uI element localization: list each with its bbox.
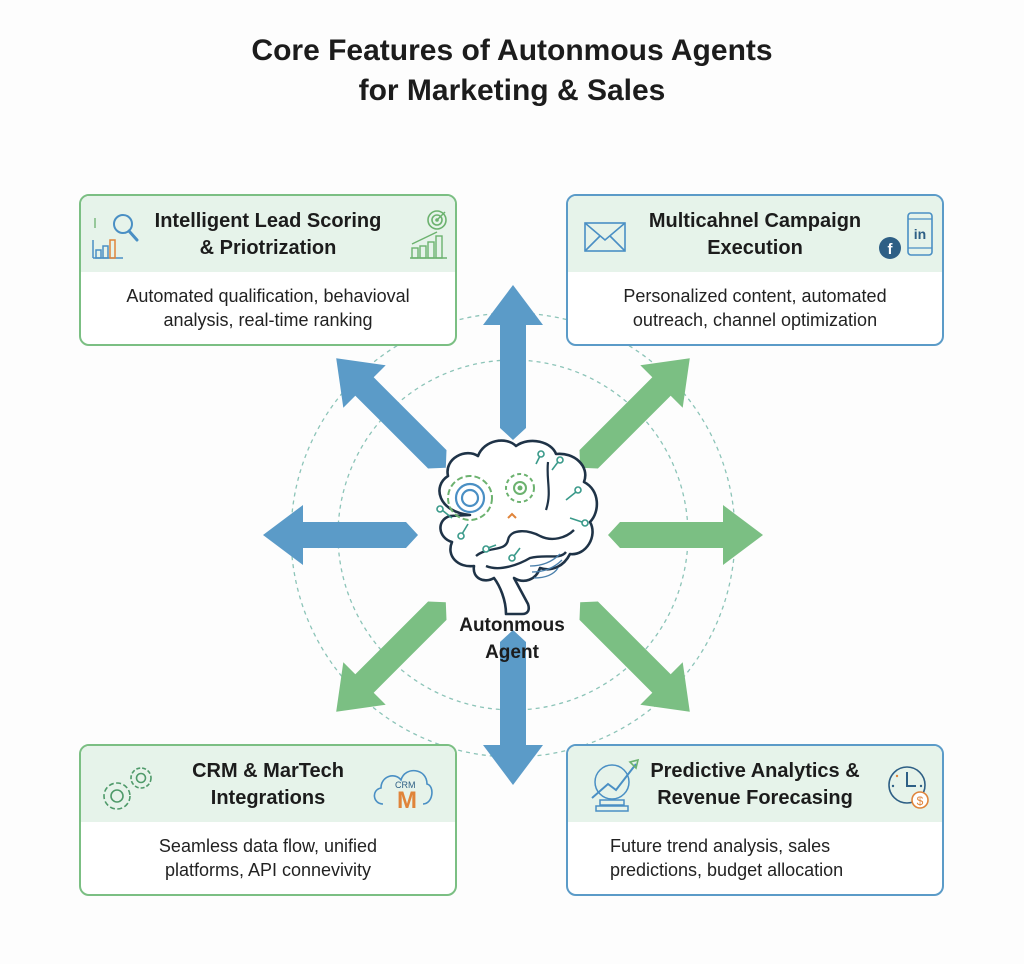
center-label-line-1: Autonmous [459,615,565,636]
card-title-line-1: Predictive Analytics & [650,760,860,782]
card-title-line-2: Integrations [210,787,326,809]
card-title: Multicahnel Campaign Execution [608,208,902,262]
gears-icon [103,767,152,810]
card-description-line-1: Automated qualification, behavioval [126,286,410,306]
arrow-up-left [336,358,447,469]
arrow-left [263,505,418,565]
linkedin-phone-icon: in [907,212,933,256]
card-description: Future trend analysis, sales predictions… [568,834,942,882]
svg-text:f: f [888,241,894,258]
card-title-line-1: CRM & MarTech [192,760,344,782]
card-header: Intelligent Lead Scoring & Priotrization [81,196,455,272]
clock-dollar-icon: $ [888,766,929,809]
card-description: Automated qualification, behavioval anal… [81,284,455,332]
card-header: Predictive Analytics & Revenue Forecasin… [568,746,942,822]
arrow-down [483,630,543,785]
card-header: CRM & MarTech Integrations CRM M [81,746,455,822]
crystal-ball-trend-icon [591,758,640,812]
card-campaign-execution: Multicahnel Campaign Execution f in Pers… [566,194,944,346]
card-title: Intelligent Lead Scoring & Priotrization [81,208,455,262]
svg-text:in: in [914,226,926,242]
card-title-line-1: Multicahnel Campaign [648,210,862,232]
card-description-line-1: Personalized content, automated [623,286,887,306]
card-title: Predictive Analytics & Revenue Forecasin… [568,758,942,812]
brain-circuit-gears-icon [436,439,599,616]
card-description: Seamless data flow, unified platforms, A… [81,834,455,882]
arrow-up [483,285,543,440]
card-lead-scoring: Intelligent Lead Scoring & Priotrization… [79,194,457,346]
envelope-icon [584,222,626,252]
card-header: Multicahnel Campaign Execution f in [568,196,942,272]
center-label: Autonmous Agent [412,612,612,666]
card-description-line-2: platforms, API connevivity [164,860,372,880]
card-title-line-1: Intelligent Lead Scoring [154,210,382,232]
target-growth-chart-icon [410,210,447,259]
facebook-icon: f [879,237,901,259]
card-description: Personalized content, automated outreach… [568,284,942,332]
card-title-line-2: Revenue Forecasing [657,787,853,809]
arrow-down-right [579,601,690,712]
card-title-line-2: Execution [707,237,803,259]
card-crm-integrations: CRM & MarTech Integrations CRM M Seamles… [79,744,457,896]
card-description-line-2: analysis, real-time ranking [163,310,373,330]
arrow-right [608,505,763,565]
bar-chart-magnifier-icon [92,214,139,259]
diagram-title-line-1: Core Features of Autonmous Agents [251,34,773,67]
crm-cloud-letter: M [397,787,417,812]
card-description-line-1: Future trend analysis, sales [610,836,831,856]
crm-cloud-icon: CRM M [373,769,433,812]
dollar-symbol: $ [917,794,924,808]
card-title: CRM & MarTech Integrations [81,758,455,812]
arrow-down-left [336,601,447,712]
crm-cloud-text: CRM [395,780,416,790]
center-label-line-2: Agent [485,642,539,663]
card-description-line-2: outreach, channel optimization [632,310,878,330]
card-predictive-analytics: Predictive Analytics & Revenue Forecasin… [566,744,944,896]
diagram-title-line-2: for Marketing & Sales [358,74,666,107]
arrow-up-right [579,358,690,469]
card-description-line-2: predictions, budget allocation [610,860,844,880]
card-description-line-1: Seamless data flow, unified [158,836,378,856]
card-title-line-2: & Priotrization [199,237,337,259]
arrows-group [263,285,763,785]
